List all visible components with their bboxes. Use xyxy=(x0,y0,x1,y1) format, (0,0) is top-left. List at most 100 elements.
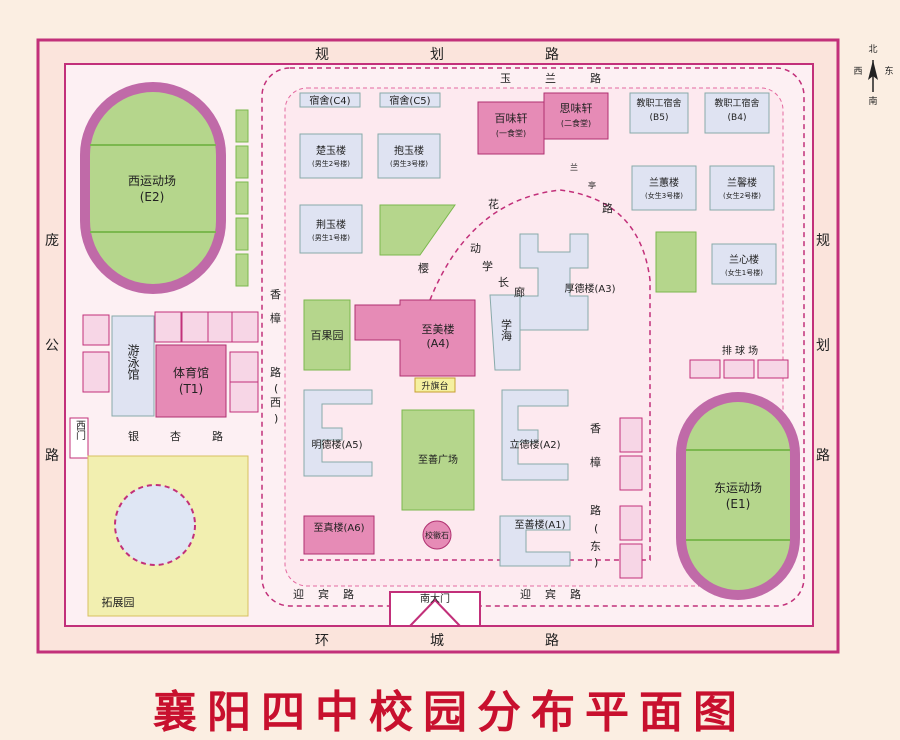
west-gate[interactable] xyxy=(69,417,89,459)
xiaohuishi xyxy=(422,520,452,550)
chuyu-sub: (男生2号楼) xyxy=(312,159,350,168)
mingde-label: 明德楼(A5) xyxy=(311,438,362,451)
svg-text:城: 城 xyxy=(430,633,444,649)
zhishan-square xyxy=(401,409,475,511)
road-yinxing: 银 杏 路 xyxy=(128,429,223,443)
zhishan-label: 至善楼(A1) xyxy=(514,518,565,531)
tennis-courts xyxy=(82,311,259,413)
staff-b4-code: (B4) xyxy=(728,113,747,123)
svg-text:兰: 兰 xyxy=(570,162,578,172)
lanxin2-name: 兰馨楼 xyxy=(727,176,757,189)
road-xiangzhang-west: 香 樟 路 ( 西 ) xyxy=(270,288,281,425)
east-sports-field xyxy=(676,392,800,600)
zhimei-building[interactable] xyxy=(354,299,476,377)
dorm-c5-label: 宿舍(C5) xyxy=(389,94,430,107)
lanhui-name: 兰蕙楼 xyxy=(649,176,679,189)
shengqitai xyxy=(414,377,456,393)
svg-text:划: 划 xyxy=(816,338,830,354)
baiguoyuan-label: 百果园 xyxy=(311,329,344,342)
lide-building[interactable] xyxy=(501,389,569,481)
baoyu-building xyxy=(377,133,441,179)
svg-text:(: ( xyxy=(594,522,598,535)
svg-text:学: 学 xyxy=(482,259,493,273)
pool-label: 游泳馆 xyxy=(126,344,140,380)
west-courts xyxy=(235,109,249,287)
baoyu-sub: (男生3号楼) xyxy=(390,159,428,168)
svg-text:宾: 宾 xyxy=(545,587,556,601)
gym-name: 体育馆 xyxy=(173,365,209,380)
zhishan-building[interactable] xyxy=(499,515,571,567)
east-courts xyxy=(619,417,643,579)
staff-b4-name: 教职工宿舍 xyxy=(714,97,759,109)
svg-text:划: 划 xyxy=(430,47,444,63)
svg-text:路: 路 xyxy=(590,72,601,85)
svg-text:杏: 杏 xyxy=(170,430,181,443)
svg-text:银: 银 xyxy=(128,429,139,443)
south-gate-arch xyxy=(409,598,461,627)
staff-dorm-b5 xyxy=(629,92,689,134)
svg-text:规: 规 xyxy=(315,47,329,63)
staff-dorm-b4 xyxy=(704,92,770,134)
svg-text:玉: 玉 xyxy=(500,72,511,85)
staff-b5-name: 教职工宿舍 xyxy=(636,97,681,109)
baiwei-name: 百味轩 xyxy=(495,111,528,125)
svg-text:迎: 迎 xyxy=(293,588,304,601)
west-field-name: 西运动场 xyxy=(128,174,176,188)
road-xiangzhang-east: 香 樟 路 ( 东 ) xyxy=(590,422,601,569)
lanhui-building xyxy=(631,165,697,211)
west-field-code: (E2) xyxy=(140,190,165,204)
svg-text:路: 路 xyxy=(570,588,581,601)
svg-text:兰: 兰 xyxy=(545,72,556,85)
svg-text:路: 路 xyxy=(545,633,559,649)
lide-label: 立德楼(A2) xyxy=(509,438,560,451)
zhimei-code: (A4) xyxy=(426,337,449,350)
svg-text:环: 环 xyxy=(315,633,329,649)
svg-text:香: 香 xyxy=(590,422,601,435)
south-gate-label: 南大门 xyxy=(420,592,450,605)
xuehai-building[interactable] xyxy=(489,294,521,371)
svg-text:迎: 迎 xyxy=(520,588,531,601)
road-right: 规 划 路 xyxy=(816,233,830,464)
east-field-name: 东运动场 xyxy=(714,481,762,495)
svg-text:规: 规 xyxy=(816,233,830,249)
lanxin1-building xyxy=(711,243,777,285)
volleyball-label: 排 球 场 xyxy=(722,344,758,357)
inner-road-ring xyxy=(261,67,805,607)
baiwei-canteen[interactable] xyxy=(477,101,545,155)
svg-text:路: 路 xyxy=(590,504,601,517)
svg-text:路: 路 xyxy=(545,47,559,63)
west-gate-label: 西门 xyxy=(74,420,86,441)
svg-text:西: 西 xyxy=(853,66,862,77)
svg-text:樟: 樟 xyxy=(590,455,601,469)
svg-text:香: 香 xyxy=(270,288,281,301)
gymnasium xyxy=(155,344,227,418)
svg-text:樱: 樱 xyxy=(418,262,429,275)
road-left: 庞 公 路 xyxy=(45,233,59,464)
south-gate[interactable] xyxy=(389,591,481,627)
zhizhen-building[interactable] xyxy=(303,515,375,555)
lanxin2-building xyxy=(709,165,775,211)
siwei-name: 思味轩 xyxy=(560,101,593,115)
dorm-c4-label: 宿舍(C4) xyxy=(309,94,350,107)
road-top: 规 划 路 xyxy=(315,47,559,63)
chuyu-name: 楚玉楼 xyxy=(316,144,346,157)
lanxin2-sub: (女生2号楼) xyxy=(723,191,761,200)
jingyu-name: 荆玉楼 xyxy=(316,218,346,231)
svg-text:花: 花 xyxy=(488,198,499,211)
svg-text:路: 路 xyxy=(343,588,354,601)
mingde-building[interactable] xyxy=(303,389,373,477)
staff-b5-code: (B5) xyxy=(650,113,669,123)
baoyu-name: 抱玉楼 xyxy=(394,144,424,157)
road-yingbin: 迎 宾 路 迎 宾 路 xyxy=(293,587,581,601)
road-yulan: 玉 兰 路 xyxy=(500,72,601,85)
svg-text:): ) xyxy=(594,556,598,569)
svg-text:路: 路 xyxy=(602,202,613,215)
siwei-canteen[interactable] xyxy=(543,92,609,140)
xuehai-label: 学海 xyxy=(500,318,513,342)
svg-text:路: 路 xyxy=(212,430,223,443)
gym-code: (T1) xyxy=(179,382,203,396)
svg-text:宾: 宾 xyxy=(318,587,329,601)
svg-text:东: 东 xyxy=(884,65,893,77)
houde-building[interactable] xyxy=(519,233,589,331)
